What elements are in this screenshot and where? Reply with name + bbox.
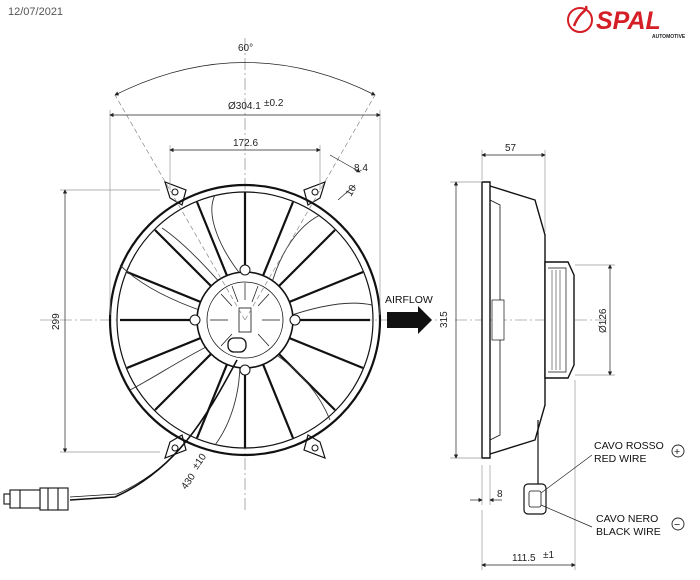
- cable-gland: [227, 337, 247, 353]
- red-wire-label-en: RED WIRE: [594, 453, 647, 465]
- drawing-date: 12/07/2021: [8, 6, 64, 18]
- front-view: [3, 38, 440, 511]
- spal-logo: SPAL AUTOMOTIVE: [567, 5, 686, 40]
- side-dim-texts: 57 315 Ø126 8 111.5 ±1 CAVO ROSSO RED WI…: [439, 143, 680, 564]
- airflow-label: AIRFLOW: [385, 294, 433, 306]
- black-wire-label-it: CAVO NERO: [596, 513, 658, 525]
- cable-length-value: 430: [179, 471, 198, 491]
- side-dimensions: [450, 150, 685, 570]
- diameter-value: Ø304.1: [228, 101, 261, 112]
- cable-length-tolerance: ±10: [190, 451, 209, 471]
- motor-diameter-value: Ø126: [598, 308, 609, 333]
- angle-arc: [114, 62, 376, 96]
- side-motor: [544, 261, 575, 379]
- power-cable: [69, 359, 238, 501]
- logo-subtext: AUTOMOTIVE: [652, 34, 686, 40]
- side-shroud-flange: [481, 181, 491, 459]
- black-wire-label-en: BLACK WIRE: [596, 526, 661, 538]
- airflow-arrow-icon: [387, 306, 432, 334]
- hole-spacing-value: 172.6: [233, 138, 258, 149]
- plus-symbol-icon: [671, 444, 685, 458]
- slot-depth-value: 10: [344, 183, 359, 199]
- fan-blades: [119, 194, 373, 446]
- outer-shroud-ring: [108, 183, 382, 457]
- mount-foot-bottom-left: [164, 434, 187, 460]
- side-view: [455, 181, 610, 515]
- overall-depth-tolerance: ±1: [543, 550, 554, 561]
- connector-plug: [3, 487, 69, 511]
- overall-depth-value: 111.5: [512, 553, 536, 564]
- mount-foot-bottom-right: [303, 434, 326, 460]
- front-dimensions: [60, 62, 432, 453]
- height-value: 299: [51, 313, 62, 330]
- side-height-value: 315: [439, 311, 450, 328]
- minus-symbol-icon: [671, 517, 685, 531]
- side-connector: [523, 483, 547, 515]
- label-plate: [491, 299, 505, 341]
- slot-width-value: 8.4: [354, 163, 368, 174]
- red-wire-label-it: CAVO ROSSO: [594, 440, 664, 452]
- motor-ribs: [210, 283, 280, 347]
- plus-sign: +: [674, 446, 680, 458]
- flange-value: 8: [497, 489, 503, 500]
- logo-text: SPAL: [596, 7, 661, 35]
- side-depth-value: 57: [505, 143, 517, 154]
- minus-sign: −: [674, 519, 680, 531]
- mount-foot-top-left: [164, 180, 187, 206]
- logo-swirl-icon: [567, 7, 593, 33]
- angle-value: 60°: [238, 43, 253, 54]
- diameter-tolerance: ±0.2: [264, 98, 284, 109]
- mount-foot-top-right: [303, 180, 326, 206]
